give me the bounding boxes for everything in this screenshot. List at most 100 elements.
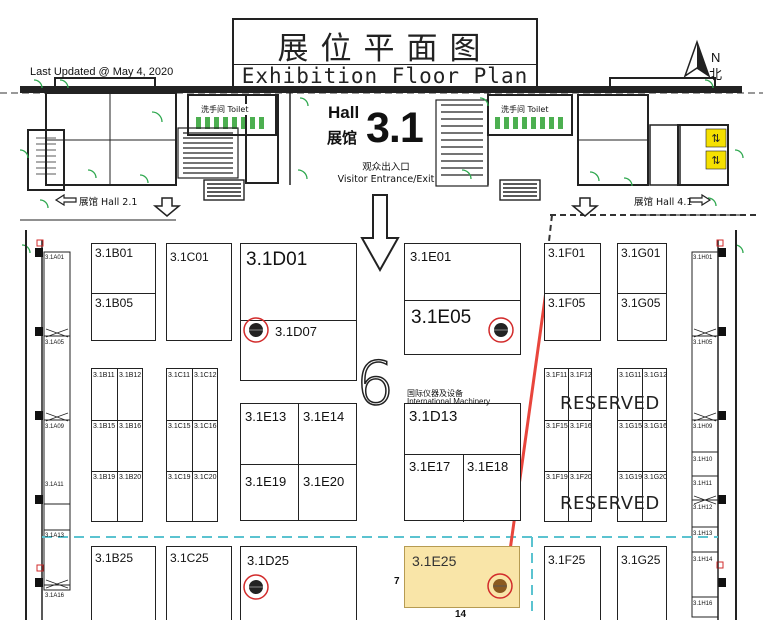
booth-block-e13[interactable]: 3.1E13 3.1E14 3.1E19 3.1E20 (240, 403, 357, 521)
booth-3-1e01[interactable]: 3.1E01 3.1E05 (404, 243, 521, 355)
booth-label: 3.1F25 (548, 553, 586, 567)
booth-label: 3.1B01 (95, 246, 134, 260)
hall-2-1-label: 展馆 Hall 2.1 (79, 197, 138, 208)
door-swings (19, 79, 744, 254)
booth-3-1h11[interactable]: 3.1H11 (693, 481, 712, 487)
booth-3-1h16[interactable]: 3.1H16 (693, 601, 713, 607)
booth-label: 3.1B19 (93, 474, 116, 481)
booth-label: 3.1F15 (546, 423, 568, 430)
hall-label-cn: 展馆 (327, 129, 358, 147)
booth-3-1a05[interactable]: 3.1A05 (45, 340, 65, 346)
right-lower-steps (499, 179, 541, 201)
booth-3-1g25[interactable]: 3.1G25 (617, 546, 667, 620)
booth-3-1b01[interactable]: 3.1B01 3.1B05 (91, 243, 156, 341)
booth-label: 3.1D07 (275, 324, 317, 339)
booth-3-1a13[interactable]: 3.1A13 (45, 533, 65, 539)
booth-3-1h12[interactable]: 3.1H12 (693, 505, 713, 511)
wall-number-14: 14 (455, 609, 467, 620)
booth-label: 3.1C19 (168, 474, 191, 481)
h-column-cross-marks (693, 328, 717, 505)
left-lower-steps (203, 179, 245, 201)
booth-block-f11[interactable]: 3.1F11 3.1F12 3.1F15 3.1F16 3.1F19 3.1F2… (544, 368, 592, 522)
booth-3-1f01[interactable]: 3.1F01 3.1F05 (544, 243, 601, 341)
right-toilet-stalls (495, 117, 563, 129)
north-label: N (711, 50, 721, 65)
booth-3-1h10[interactable]: 3.1H10 (693, 457, 713, 463)
booth-3-1a09[interactable]: 3.1A09 (45, 424, 65, 430)
entrance-cn: 观众出入口 (362, 162, 410, 173)
booth-label: 3.1F11 (546, 372, 568, 379)
last-updated: Last Updated @ May 4, 2020 (30, 66, 174, 78)
north-label-cn: 北 (709, 68, 723, 83)
booth-label: 3.1C11 (168, 372, 191, 379)
booth-label: 3.1G20 (644, 474, 667, 481)
booth-label: 3.1G05 (621, 296, 661, 310)
left-column-block (245, 94, 279, 184)
booth-3-1h09[interactable]: 3.1H09 (693, 424, 713, 430)
booth-3-1c25[interactable]: 3.1C25 (166, 546, 232, 620)
stair-icons: ⇅ ⇅ (705, 128, 727, 170)
booth-label: 3.1E17 (409, 459, 451, 474)
booth-3-1d25[interactable]: 3.1D25 (240, 546, 357, 620)
booth-3-1d01[interactable]: 3.1D01 3.1D07 (240, 243, 357, 381)
title-box: 展位平面图 Exhibition Floor Plan (232, 18, 538, 88)
booth-label: 3.1G11 (619, 372, 642, 379)
booth-label: 3.1C15 (168, 423, 191, 430)
reserved-label: RESERVED (560, 393, 660, 414)
entrance-en: Visitor Entrance/Exit (337, 174, 435, 185)
wall-number-7: 7 (394, 576, 400, 587)
booth-3-1c01[interactable]: 3.1C01 (166, 243, 232, 341)
booth-3-1f25[interactable]: 3.1F25 (544, 546, 601, 620)
left-service-block (45, 92, 177, 186)
booth-label: 3.1D01 (246, 249, 308, 270)
hall-4-1-label: 展馆 Hall 4.1 (634, 197, 693, 208)
red-markers (36, 239, 724, 572)
booth-label: 3.1G15 (619, 423, 642, 430)
booth-3-1h05[interactable]: 3.1H05 (693, 340, 713, 346)
reserved-label: RESERVED (560, 493, 660, 514)
booth-block-b11[interactable]: 3.1B11 3.1B12 3.1B15 3.1B16 3.1B19 3.1B2… (91, 368, 143, 522)
title-cn: 展位平面图 (277, 31, 493, 67)
booth-block-g11[interactable]: 3.1G11 3.1G12 3.1G15 3.1G16 3.1G19 3.1G2… (617, 368, 667, 522)
title-en: Exhibition Floor Plan (234, 64, 536, 89)
booth-label: 3.1G12 (644, 372, 667, 379)
top-wall-band (20, 86, 742, 93)
booth-label: 3.1F16 (570, 423, 592, 430)
visitor-entrance-label: 观众出入口 Visitor Entrance/Exit (336, 162, 436, 186)
left-arrow-icon (54, 193, 77, 207)
booth-label: 3.1G01 (621, 246, 661, 260)
hall-label: Hall (328, 103, 360, 122)
booth-3-1a11[interactable]: 3.1A11 (45, 482, 64, 488)
booth-label: 3.1E18 (467, 459, 509, 474)
booth-label: 3.1B12 (119, 372, 142, 379)
booth-3-1e25[interactable]: 3.1E25 (404, 546, 520, 608)
booth-block-c11[interactable]: 3.1C11 3.1C12 3.1C15 3.1C16 3.1C19 3.1C2… (166, 368, 218, 522)
svg-text:⇅: ⇅ (711, 132, 720, 145)
booth-label: 3.1E05 (411, 307, 472, 328)
booth-3-1g01[interactable]: 3.1G01 3.1G05 (617, 243, 667, 341)
booth-label: 3.1E14 (303, 409, 345, 424)
svg-text:⇅: ⇅ (711, 154, 720, 167)
booth-label: 3.1E01 (410, 249, 452, 264)
booth-3-1h01[interactable]: 3.1H01 (693, 255, 713, 261)
a-column (43, 251, 71, 591)
booth-3-1a01[interactable]: 3.1A01 (45, 255, 65, 261)
booth-label: 3.1B20 (119, 474, 142, 481)
right-stair-core (677, 124, 729, 186)
booth-label: 3.1E20 (303, 474, 345, 489)
booth-3-1h14[interactable]: 3.1H14 (693, 557, 713, 563)
booth-block-d13[interactable]: 3.1D13 3.1E17 3.1E18 (404, 403, 521, 522)
booth-label: 3.1F19 (546, 474, 568, 481)
small-down-arrow-icon (152, 197, 182, 217)
booth-3-1h13[interactable]: 3.1H13 (693, 531, 713, 537)
booth-label: 3.1D13 (409, 408, 458, 425)
booth-label: 3.1E19 (245, 474, 287, 489)
booth-3-1b25[interactable]: 3.1B25 (91, 546, 156, 620)
right-upper-building (609, 77, 716, 93)
booth-label: 3.1D25 (247, 553, 289, 568)
booth-label: 3.1B05 (95, 296, 134, 310)
booth-label: 3.1E13 (245, 409, 287, 424)
booth-label: 3.1G16 (644, 423, 667, 430)
booth-label: 3.1B25 (95, 551, 134, 565)
booth-3-1a16[interactable]: 3.1A16 (45, 593, 65, 599)
